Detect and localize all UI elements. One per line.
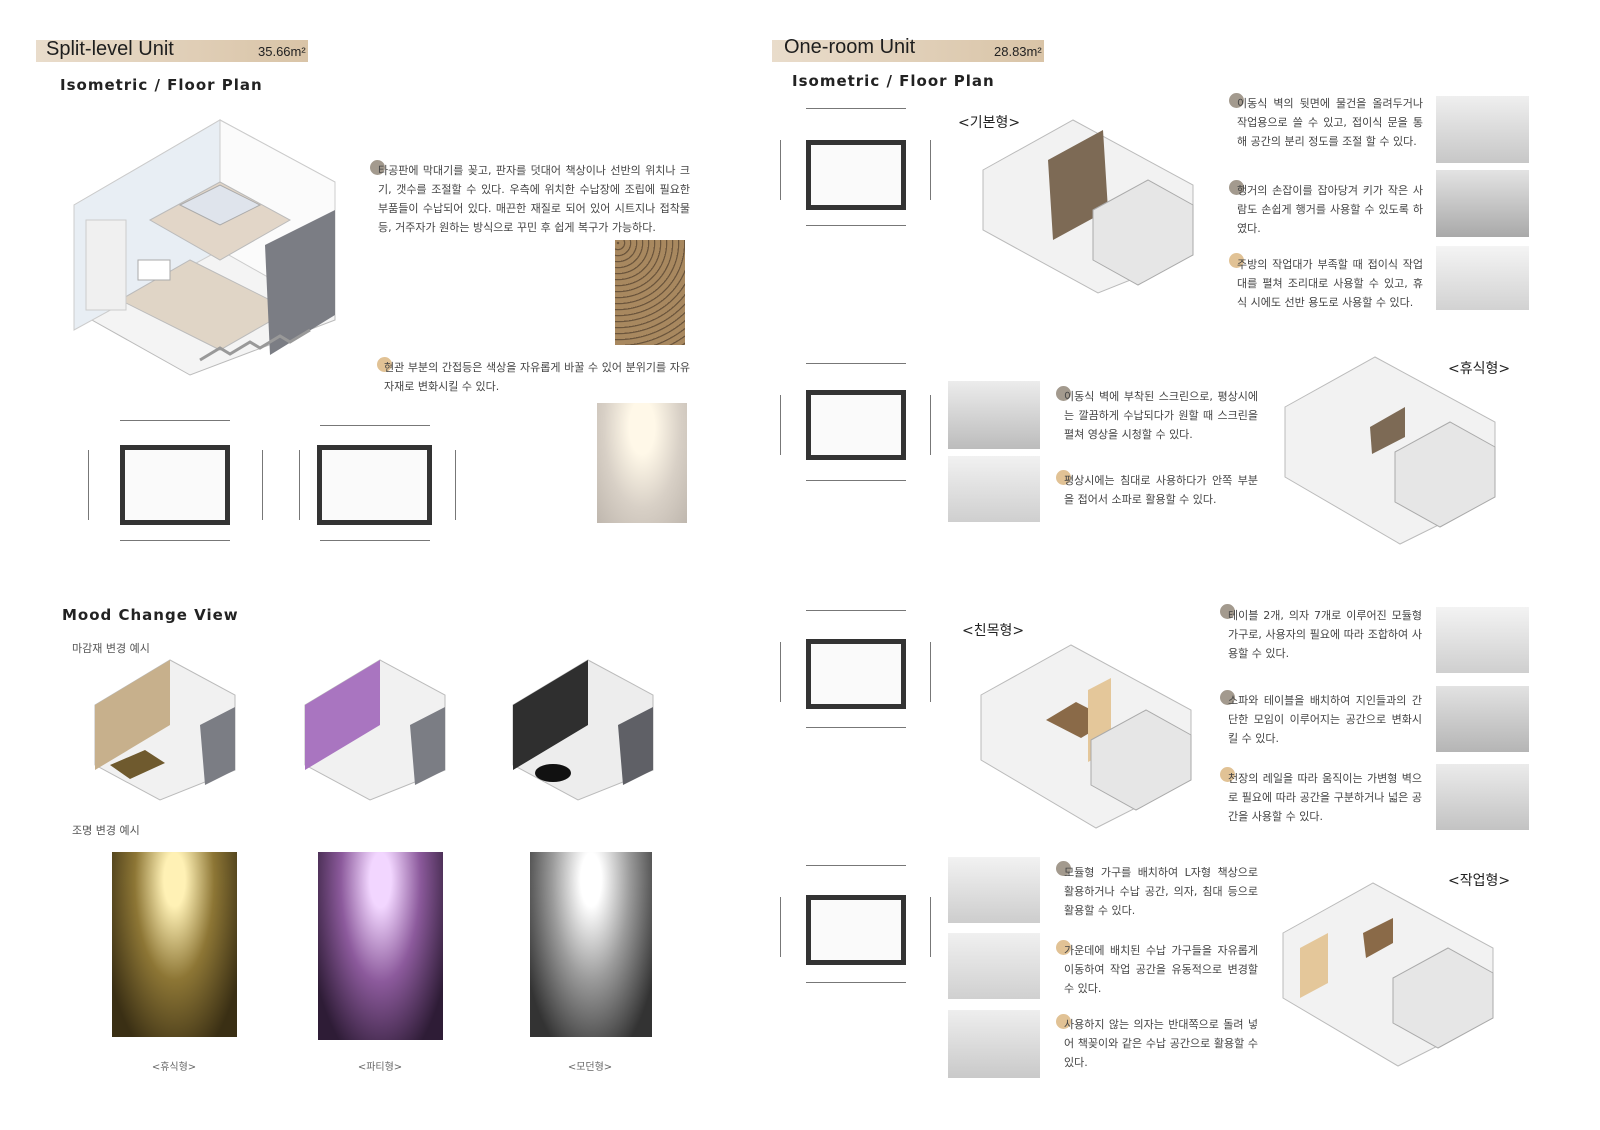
mood-iso-rest	[94, 659, 236, 801]
work-photo-3	[948, 1010, 1040, 1078]
lighting-party-image	[318, 852, 443, 1040]
split-para-2: 현관 부분의 간접등은 색상을 자유롭게 바꿀 수 있어 분위기를 자유자재로 …	[384, 361, 690, 393]
social-bullet-3	[1220, 767, 1235, 782]
work-bullet-2	[1056, 940, 1071, 955]
mood-iso-modern	[512, 659, 654, 801]
work-floor-plan	[778, 862, 938, 987]
split-title: Split-level Unit	[46, 38, 174, 60]
work-text-3: 사용하지 않는 의자는 반대쪽으로 돌려 넣어 책꽂이와 같은 수납 공간으로 …	[1064, 1018, 1258, 1069]
social-bullet-2	[1220, 690, 1235, 705]
work-text-2: 가운데에 배치된 수납 가구들을 자유롭게 이동하여 작업 공간을 유동적으로 …	[1064, 944, 1258, 995]
rest-bullet-2	[1056, 470, 1071, 485]
work-photo-2	[948, 933, 1040, 999]
type-label-social: <친목형>	[962, 623, 1025, 639]
social-floor-plan	[778, 607, 938, 732]
type-label-rest: <휴식형>	[1448, 361, 1511, 377]
basic-text-3: 주방의 작업대가 부족할 때 접이식 작업대를 펼쳐 조리대로 사용할 수 있고…	[1237, 258, 1423, 309]
rest-photo-1	[948, 381, 1040, 449]
oneroom-title: One-room Unit	[784, 36, 916, 58]
basic-text-1: 이동식 벽의 뒷면에 물건을 올려두거나 작업용으로 쓸 수 있고, 접이식 문…	[1237, 97, 1423, 148]
social-photo-3	[1436, 764, 1529, 830]
social-isometric	[980, 644, 1192, 829]
split-bullet-2	[377, 357, 392, 372]
caption-rest: <휴식형>	[151, 1062, 197, 1073]
caption-party: <파티형>	[357, 1062, 403, 1073]
social-bullet-1	[1220, 604, 1235, 619]
basic-floor-plan	[778, 105, 938, 230]
type-label-basic: <기본형>	[958, 115, 1021, 131]
oneroom-area: 28.83m²	[994, 44, 1042, 59]
basic-isometric	[982, 119, 1194, 294]
split-subtitle: Isometric / Floor Plan	[60, 76, 263, 94]
mood-title: Mood Change View	[62, 606, 239, 624]
pegboard-detail-image	[615, 240, 685, 345]
split-title-bar	[36, 40, 308, 62]
basic-bullet-2	[1229, 180, 1244, 195]
split-isometric-drawing	[73, 119, 336, 376]
basic-bullet-1	[1229, 93, 1244, 108]
rest-photo-2	[948, 456, 1040, 522]
rest-floor-plan	[778, 360, 938, 485]
oneroom-subtitle: Isometric / Floor Plan	[792, 72, 995, 90]
finish-change-label: 마감재 변경 예시	[72, 642, 150, 655]
basic-text-2: 행거의 손잡이를 잡아당겨 키가 작은 사람도 손쉽게 행거를 사용할 수 있도…	[1237, 184, 1423, 235]
work-text-1: 모듈형 가구를 배치하여 L자형 책상으로 활용하거나 수납 공간, 의자, 침…	[1064, 866, 1258, 917]
social-text-2: 소파와 테이블을 배치하여 지인들과의 간단한 모임이 이루어지는 공간으로 변…	[1228, 694, 1422, 745]
work-bullet-3	[1056, 1014, 1071, 1029]
lighting-modern-image	[530, 852, 652, 1037]
rest-bullet-1	[1056, 386, 1071, 401]
lighting-rest-image	[112, 852, 237, 1037]
basic-photo-3	[1436, 246, 1529, 310]
social-photo-2	[1436, 686, 1529, 752]
work-bullet-1	[1056, 861, 1071, 876]
oneroom-title-bar	[772, 40, 1044, 62]
work-photo-1	[948, 857, 1040, 923]
mood-iso-party	[304, 659, 446, 801]
rest-text-2: 평상시에는 침대로 사용하다가 안쪽 부분을 접어서 소파로 활용할 수 있다.	[1064, 474, 1258, 506]
social-text-1: 테이블 2개, 의자 7개로 이루어진 모듈형 가구로, 사용자의 필요에 따라…	[1228, 609, 1422, 660]
split-bullet-1	[370, 160, 385, 175]
work-isometric	[1282, 882, 1494, 1067]
split-area: 35.66m²	[258, 44, 306, 59]
split-para-1: 타공판에 막대기를 꽂고, 판자를 덧대어 책상이나 선반의 위치나 크기, 갯…	[378, 164, 690, 234]
basic-photo-2	[1436, 170, 1529, 237]
lighting-change-label: 조명 변경 예시	[72, 824, 140, 837]
rest-text-1: 이동식 벽에 부착된 스크린으로, 평상시에는 깔끔하게 수납되다가 원할 때 …	[1064, 390, 1258, 441]
social-photo-1	[1436, 607, 1529, 673]
social-text-3: 천장의 레일을 따라 움직이는 가변형 벽으로 필요에 따라 공간을 구분하거나…	[1228, 772, 1422, 823]
rest-isometric	[1284, 356, 1496, 545]
entrance-light-image	[597, 403, 687, 523]
caption-modern: <모던형>	[567, 1062, 613, 1073]
basic-photo-1	[1436, 96, 1529, 163]
split-floor-plan-upper	[295, 420, 465, 550]
split-floor-plan-lower	[80, 415, 270, 555]
type-label-work: <작업형>	[1448, 873, 1511, 889]
basic-bullet-3	[1229, 253, 1244, 268]
